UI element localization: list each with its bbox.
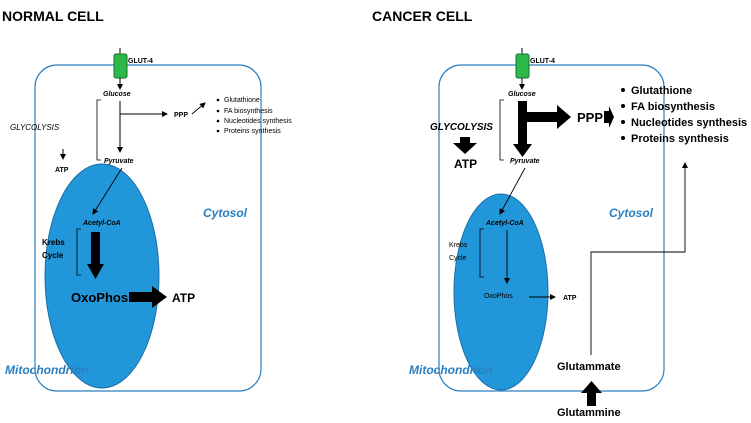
cancer-glut4-label: GLUT-4: [530, 58, 555, 65]
normal-glucose-label: Glucose: [103, 91, 131, 98]
normal-pyruvate-label: Pyruvate: [104, 158, 134, 165]
cancer-product-item: Glutathione: [631, 85, 692, 97]
normal-krebs-label: Krebs: [42, 238, 65, 247]
normal-product-item: FA biosynthesis: [224, 108, 273, 115]
normal-glut4-transporter: [113, 53, 128, 79]
normal-oxophos-big-arrow: [129, 286, 167, 308]
normal-krebs-big-arrow: [87, 232, 104, 279]
normal-mitochondrion: [44, 163, 160, 389]
normal-glut4-label: GLUT-4: [128, 58, 153, 65]
cancer-atp-oxophos: ATP: [563, 295, 577, 302]
normal-cell-title: NORMAL CELL: [2, 8, 104, 24]
cancer-ppp-products-arrow: [604, 106, 614, 128]
cancer-glutammate-to-products-arrow: [590, 162, 688, 355]
cancer-atp-glycolysis: ATP: [454, 157, 477, 171]
cancer-krebs-label: Krebs: [449, 242, 468, 249]
cancer-ppp-big-arrow: [524, 105, 571, 129]
normal-cytosol-label: Cytosol: [203, 206, 248, 220]
cancer-cycle-label: Cycle: [449, 255, 467, 262]
cancer-pyruvate-label: Pyruvate: [510, 158, 540, 165]
cancer-oxophos-label: OxoPhos: [484, 293, 513, 300]
cancer-glutammine-big-arrow: [581, 381, 602, 406]
cancer-glutammate-label: Glutammate: [557, 361, 621, 373]
normal-oxophos-label: OxoPhos: [71, 290, 128, 305]
cancer-cytosol-label: Cytosol: [609, 206, 654, 220]
cancer-product-item: Proteins synthesis: [631, 133, 729, 145]
normal-cell-panel: NORMAL CELL GLUT-4 Glucose GLYCOLYSIS PP…: [2, 8, 292, 392]
normal-acetylcoa-label: Acetyl-CoA: [82, 220, 121, 227]
cancer-glycolysis-big-arrow: [513, 101, 532, 157]
cancer-acetylcoa-label: Acetyl-CoA: [485, 220, 524, 227]
cancer-product-item: Nucleotides synthesis: [631, 117, 747, 129]
normal-atp-glycolysis: ATP: [55, 167, 69, 174]
normal-glycolysis-label: GLYCOLYSIS: [10, 123, 60, 132]
cancer-atp-big-arrow: [453, 137, 477, 154]
normal-cell-membrane: [34, 64, 262, 392]
cancer-cell-panel: CANCER CELL GLUT-4 Glucose GLYCOLYSIS PP…: [372, 8, 747, 419]
normal-product-item: Nucleotides synthesis: [224, 118, 292, 125]
normal-ppp-products: Glutathione FA biosynthesis Nucleotides …: [216, 97, 292, 135]
cancer-product-item: FA biosynthesis: [631, 101, 715, 113]
normal-cycle-label: Cycle: [42, 251, 64, 260]
cancer-glutammine-label: Glutammine: [557, 407, 621, 419]
cancer-mitochondrion: [453, 193, 549, 391]
normal-product-item: Proteins synthesis: [224, 128, 281, 135]
normal-atp-oxophos: ATP: [172, 291, 195, 305]
cancer-ppp-products: Glutathione FA biosynthesis Nucleotides …: [621, 85, 747, 145]
cancer-glycolysis-label: GLYCOLYSIS: [430, 122, 493, 133]
cancer-glut4-transporter: [515, 53, 530, 79]
cancer-cell-membrane: [438, 64, 665, 392]
cancer-cell-title: CANCER CELL: [372, 8, 473, 24]
normal-mitochondrion-label: Mitochondrion: [5, 363, 88, 377]
cancer-mitochondrion-label: Mitochondrion: [409, 363, 492, 377]
normal-ppp-label: PPP: [174, 112, 188, 119]
cancer-glucose-label: Glucose: [508, 91, 536, 98]
normal-product-item: Glutathione: [224, 97, 260, 104]
cancer-ppp-label: PPP: [577, 110, 603, 125]
